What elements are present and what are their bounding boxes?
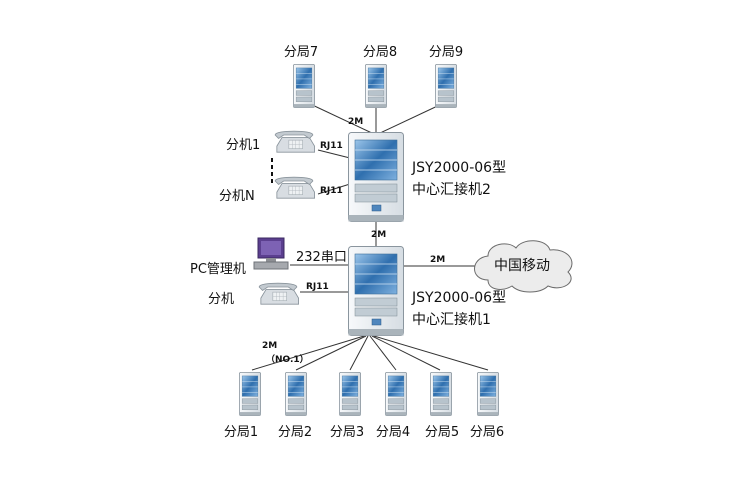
central-switch-2	[347, 132, 405, 222]
bottom-branch-1: 分局1	[224, 372, 262, 440]
branch-label-1: 分局1	[224, 425, 258, 440]
mobile-link-label: 2M	[430, 255, 445, 265]
top-branch-2: 分局8	[363, 45, 397, 108]
branch-label-2: 分局2	[278, 425, 312, 440]
branch-label-7: 分局7	[284, 45, 318, 60]
links	[251, 100, 489, 371]
branch-label-3: 分局3	[330, 425, 364, 440]
extN-label: 分机N	[219, 189, 255, 204]
pc-label: PC管理机	[190, 262, 246, 277]
bottom-link-label: 2M	[262, 341, 277, 351]
switch1-name: 中心汇接机1	[412, 311, 491, 328]
switch2-model: JSY2000-06型	[411, 160, 506, 176]
bottom-branch-6: 分局6	[470, 372, 504, 440]
branch-label-4: 分局4	[376, 425, 410, 440]
ext1-label: 分机1	[226, 138, 260, 153]
branch-label-5: 分局5	[425, 425, 459, 440]
bottom-link-no: （NO.1）	[266, 354, 309, 365]
switch2-name: 中心汇接机2	[412, 181, 491, 198]
pc-computer-icon	[253, 237, 289, 270]
rj11-label-b: RJ11	[320, 186, 343, 196]
branch-label-6: 分局6	[470, 425, 504, 440]
mobile-network-cloud-icon	[474, 240, 573, 293]
ext-label: 分机	[208, 292, 234, 307]
cloud-label: 中国移动	[494, 258, 550, 274]
top-branch-1: 分局7	[284, 45, 318, 108]
branch-label-8: 分局8	[363, 45, 397, 60]
phone-ext1	[274, 130, 316, 153]
central-switch-1	[347, 246, 405, 336]
switch1-model: JSY2000-06型	[411, 290, 506, 306]
serial-label: 232串口	[296, 250, 347, 265]
top-link-label: 2M	[348, 117, 363, 127]
top-branch-3: 分局9	[429, 45, 463, 108]
bottom-branch-2: 分局2	[278, 372, 312, 440]
bottom-branch-3: 分局3	[330, 372, 364, 440]
branch-label-9: 分局9	[429, 45, 463, 60]
phone-extN	[274, 176, 316, 199]
rj11-label-a: RJ11	[320, 141, 343, 151]
phone-ext	[258, 282, 300, 305]
bottom-branch-5: 分局5	[425, 372, 459, 440]
bottom-branch-4: 分局4	[376, 372, 410, 440]
inter-link-label: 2M	[371, 230, 386, 240]
rj11-label-c: RJ11	[306, 282, 329, 292]
